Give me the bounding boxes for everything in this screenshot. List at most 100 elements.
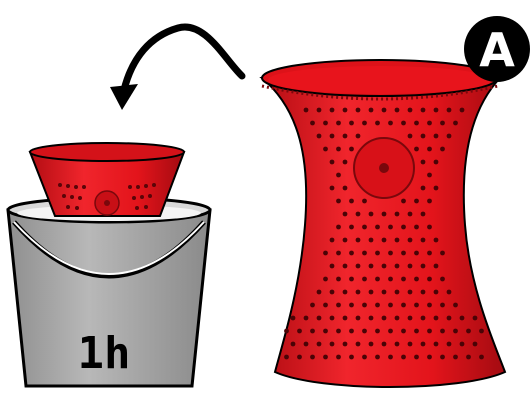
curved-arrow-icon	[110, 23, 246, 110]
perforation-hole	[375, 328, 380, 334]
perforation-hole	[388, 120, 393, 126]
perforation-hole	[446, 289, 452, 295]
perforation-hole	[316, 315, 322, 321]
perforation-hole	[362, 276, 367, 282]
perforation-hole	[414, 224, 419, 230]
perforation-hole	[310, 328, 315, 334]
perforation-hole	[303, 341, 309, 347]
perforation-hole	[420, 263, 426, 269]
perforation-hole	[440, 250, 445, 256]
perforation-hole	[290, 341, 296, 347]
perforation-hole	[414, 250, 419, 256]
perforation-hole	[433, 133, 439, 139]
perforation-hole	[362, 328, 367, 334]
perforation-hole	[368, 237, 374, 243]
perforation-hole	[342, 341, 348, 347]
perforation-hole	[336, 146, 341, 152]
perforation-hole	[420, 341, 426, 347]
perforation-hole	[310, 354, 315, 360]
perforation-hole	[375, 354, 380, 360]
perforation-hole	[349, 354, 354, 360]
perforation-hole	[394, 289, 400, 295]
perforation-hole	[329, 341, 335, 347]
perforation-hole	[342, 107, 348, 113]
perforation-hole	[381, 211, 387, 217]
perforation-hole	[336, 276, 341, 282]
perforation-hole	[349, 198, 354, 204]
perforation-hole	[342, 237, 348, 243]
perforation-hole	[433, 159, 439, 165]
perforation-hole	[375, 224, 380, 230]
perforation-hole	[316, 289, 322, 295]
bucket-label: 1h	[78, 328, 131, 379]
perforation-hole	[329, 159, 335, 165]
perforation-hole	[316, 107, 322, 113]
perforation-hole	[401, 250, 406, 256]
perforation-hole	[427, 328, 432, 334]
perforation-hole	[323, 354, 328, 360]
perforation-hole	[453, 302, 458, 308]
perforation-hole	[303, 315, 309, 321]
perforation-hole	[336, 328, 341, 334]
perforation-hole	[401, 120, 406, 126]
perforation-hole	[407, 341, 413, 347]
perforation-hole	[355, 315, 361, 321]
perforation-hole	[466, 354, 471, 360]
perforation-hole	[394, 341, 400, 347]
perforation-hole	[440, 354, 445, 360]
perforation-hole	[427, 276, 432, 282]
perforation-hole	[342, 263, 348, 269]
perforation-hole	[427, 172, 432, 178]
perforation-hole	[316, 133, 322, 139]
perforation-hole	[427, 224, 432, 230]
perforation-hole	[401, 224, 406, 230]
perforation-hole	[310, 302, 315, 308]
perforation-hole	[453, 354, 458, 360]
perforation-hole	[336, 198, 341, 204]
perforation-hole	[388, 354, 393, 360]
perforation-hole	[368, 341, 374, 347]
perforation-hole	[414, 328, 419, 334]
perforation-hole	[349, 328, 354, 334]
perforation-hole	[375, 276, 380, 282]
perforation-hole	[290, 315, 296, 321]
perforation-hole	[323, 120, 328, 126]
perforation-hole	[440, 120, 445, 126]
perforation-hole	[336, 354, 341, 360]
perforation-hole	[407, 107, 413, 113]
perforation-hole	[362, 250, 367, 256]
perforation-hole	[407, 237, 413, 243]
perforation-hole	[427, 250, 432, 256]
perforation-hole	[420, 211, 426, 217]
perforation-hole	[368, 315, 374, 321]
perforation-hole	[407, 133, 413, 139]
perforation-hole	[375, 302, 380, 308]
perforation-hole	[479, 354, 484, 360]
perforation-hole	[381, 237, 387, 243]
perforation-hole	[420, 185, 426, 191]
perforation-hole	[401, 328, 406, 334]
perforation-hole	[323, 146, 328, 152]
perforation-hole	[329, 133, 335, 139]
perforation-hole	[329, 289, 335, 295]
perforation-hole	[329, 185, 335, 191]
perforation-hole	[427, 354, 432, 360]
perforation-hole	[336, 302, 341, 308]
perforation-hole	[433, 185, 439, 191]
perforation-hole	[420, 289, 426, 295]
perforation-hole	[355, 289, 361, 295]
perforation-hole	[440, 302, 445, 308]
perforation-hole	[420, 107, 426, 113]
perforation-hole	[433, 263, 439, 269]
perforation-hole	[355, 133, 361, 139]
perforation-hole	[368, 289, 374, 295]
perforation-hole	[362, 120, 367, 126]
perforation-hole	[381, 263, 387, 269]
perforation-hole	[368, 211, 374, 217]
perforation-hole	[440, 276, 445, 282]
perforation-hole	[329, 263, 335, 269]
perforation-hole	[388, 276, 393, 282]
perforation-hole	[420, 315, 426, 321]
perforation-hole	[381, 341, 387, 347]
perforation-hole	[446, 315, 452, 321]
